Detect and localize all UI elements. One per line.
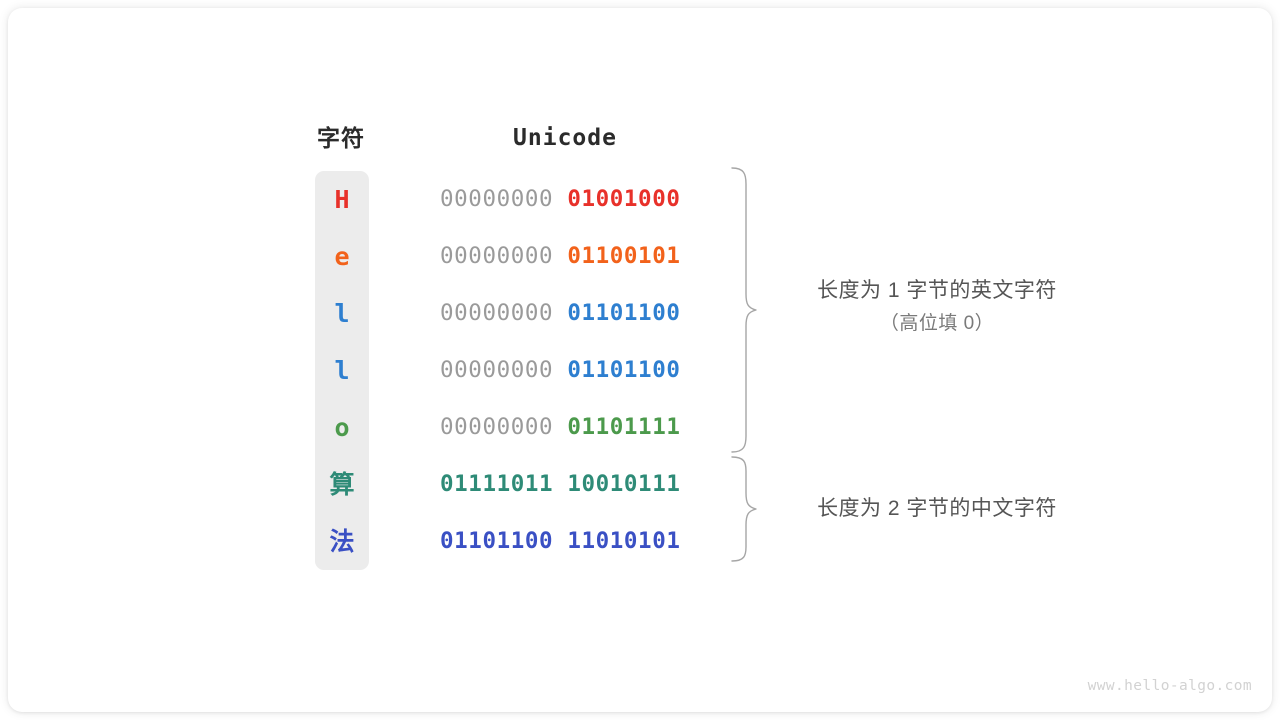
character-cell: o (334, 413, 350, 442)
unicode-low-byte: 01101100 11010101 (440, 528, 681, 554)
watermark-url: www.hello-algo.com (1087, 678, 1252, 694)
unicode-bits-cell: 00000000 01101100 (440, 342, 681, 399)
character-cell: e (334, 242, 350, 271)
unicode-low-byte: 01101100 (567, 300, 681, 326)
figure-card: 字符 Unicode H 00000000 01001000 e 00000000 0… (8, 8, 1272, 712)
unicode-high-byte: 00000000 (440, 300, 568, 326)
unicode-bits-cell: 00000000 01100101 (440, 228, 681, 285)
unicode-bits-cell: 00000000 01101100 (440, 285, 681, 342)
unicode-bits-cell: 00000000 01101111 (440, 399, 681, 456)
unicode-low-byte: 01001000 (567, 186, 681, 212)
brace-chinese-group (731, 456, 757, 562)
unicode-bits-cell: 01101100 11010101 (440, 513, 680, 570)
annotation-english-line2: （高位填 0） (879, 313, 995, 334)
character-column-background (315, 171, 369, 570)
annotation-english-line1: 长度为 1 字节的英文字符 (817, 279, 1057, 302)
character-cell: 算 (329, 470, 355, 499)
unicode-high-byte: 00000000 (440, 357, 568, 383)
character-cell: l (334, 356, 350, 385)
annotation-chinese-line1: 长度为 2 字节的中文字符 (817, 497, 1057, 520)
unicode-high-byte: 00000000 (440, 186, 568, 212)
annotation-chinese-bytes: 长度为 2 字节的中文字符 (777, 492, 1097, 526)
unicode-low-byte: 01100101 (567, 243, 681, 269)
brace-english-group (731, 167, 757, 453)
character-cell: l (334, 299, 350, 328)
unicode-bits-cell: 00000000 01001000 (440, 171, 681, 228)
unicode-low-byte: 01101111 (567, 414, 681, 440)
unicode-low-byte: 01101100 (567, 357, 681, 383)
unicode-high-byte: 00000000 (440, 243, 568, 269)
unicode-high-byte: 00000000 (440, 414, 568, 440)
column-header-character: 字符 (317, 125, 365, 151)
column-header-unicode: Unicode (513, 125, 617, 151)
character-cell: 法 (329, 527, 355, 556)
unicode-bits-cell: 01111011 10010111 (440, 456, 680, 513)
unicode-low-byte: 01111011 10010111 (440, 471, 681, 497)
character-cell: H (334, 185, 350, 214)
annotation-english-bytes: 长度为 1 字节的英文字符 （高位填 0） (777, 274, 1097, 340)
